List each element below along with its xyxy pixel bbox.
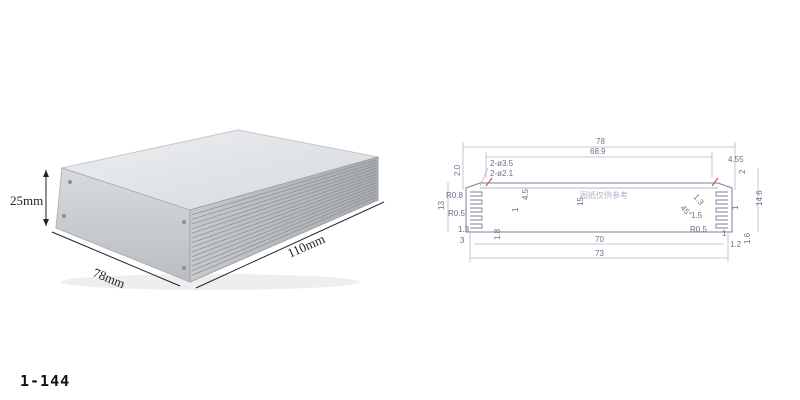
enclosure-photo-panel: 25mm 78mm 110mm 1-144 [10, 129, 385, 390]
profile-fin [715, 199, 728, 205]
dim-fin-1-left: 1 [511, 207, 520, 212]
dim-fin-gap-left: 4.5 [521, 188, 530, 200]
dim-top-height: 2.0 [453, 164, 462, 176]
screw-slot-left [485, 177, 493, 187]
dim-right-offset: 4.55 [728, 155, 744, 164]
screw-icon [62, 214, 66, 218]
profile-fin [470, 199, 483, 205]
dim-fin-1-5: 1.5 [691, 211, 703, 220]
width-dim-line [51, 231, 181, 287]
dim-overall-width: 78 [596, 137, 605, 146]
dim-hole-spec-1: 2-ø3.5 [490, 159, 514, 168]
fin-line [191, 196, 377, 276]
watermark: 图纸仅供参考 [580, 190, 628, 200]
fin-line [191, 168, 377, 230]
fin-line [191, 185, 377, 258]
height-dim-label: 25mm [10, 193, 43, 208]
model-code: 1-144 [20, 372, 71, 390]
fin-line [191, 193, 377, 272]
profile-fin [715, 207, 728, 213]
dim-top-right-thk: 2 [738, 169, 747, 174]
profile-fin [470, 207, 483, 213]
dim-radius-right: R0.5 [690, 225, 707, 234]
dim-left-height: 13 [437, 201, 446, 210]
fin-line [191, 170, 377, 234]
dim-bottom-right-1: 1 [722, 229, 727, 238]
profile-fin [715, 215, 728, 221]
screw-slot-right [711, 177, 719, 187]
profile-drawing: 78 68.9 2-ø3.5 2-ø2.1 4.55 2 2.0 13 14.6 [437, 137, 764, 262]
length-dim-line [195, 201, 385, 289]
profile-drawing-panel: 78 68.9 2-ø3.5 2-ø2.1 4.55 2 2.0 13 14.6 [400, 0, 800, 400]
fin-line [191, 182, 377, 253]
fin-line [191, 162, 377, 220]
profile-outline [465, 182, 733, 233]
fin-line [191, 159, 377, 216]
screw-icon [68, 180, 72, 184]
screw-icon [182, 220, 186, 224]
profile-fin [470, 215, 483, 221]
fin-line [191, 165, 377, 225]
profile-fin [715, 191, 728, 197]
dim-center-mark: 15 [576, 197, 585, 206]
enclosure-illustration: 25mm 78mm 110mm [10, 129, 385, 291]
fin-line [191, 179, 377, 248]
enclosure-fins [191, 159, 377, 276]
fin-line [191, 173, 377, 239]
profile-fin [470, 223, 483, 229]
profile-fin [470, 191, 483, 197]
profile-right-fins [715, 191, 728, 229]
dim-left-3: 3 [460, 236, 465, 245]
dim-left-1-3: 1.3 [458, 225, 470, 234]
screw-icon [182, 266, 186, 270]
dim-left-1-8: 1.8 [493, 228, 502, 240]
profile-left-fins [470, 191, 483, 229]
dim-right-height: 14.6 [755, 190, 764, 206]
dim-radius-left2: R0.5 [448, 209, 465, 218]
dim-slot: 1.3 [691, 193, 705, 208]
dim-bottom-right-16: 1.6 [743, 232, 752, 244]
dim-radius-left: R0.8 [446, 191, 463, 200]
dim-bottom-overall: 73 [595, 249, 604, 258]
fin-line [191, 191, 377, 267]
fin-line [191, 176, 377, 244]
profile-fin [715, 223, 728, 229]
dim-bottom-right-12: 1.2 [730, 240, 742, 249]
dim-bottom-inner: 70 [595, 235, 604, 244]
dim-inner-width: 68.9 [590, 147, 606, 156]
dim-fin-1: 1 [731, 205, 740, 210]
dim-hole-spec-2: 2-ø2.1 [490, 169, 514, 178]
fin-line [191, 188, 377, 262]
enclosure-finned-side [189, 156, 379, 283]
